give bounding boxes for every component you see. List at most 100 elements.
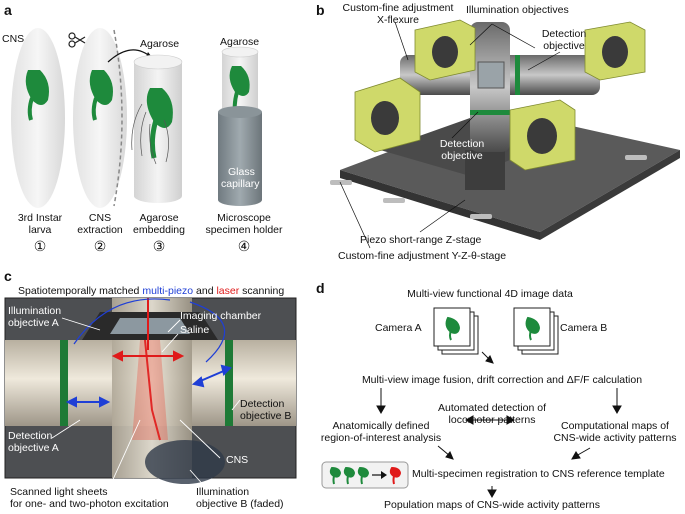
d-arrows (376, 351, 622, 499)
step-1-line2: larva (28, 224, 52, 236)
step-3-line1: Agarose (139, 212, 179, 224)
roi-analysis-line1: Anatomically defined (332, 420, 430, 432)
detection-objective-top-label: Detection objective (534, 28, 594, 52)
chamber-cube (477, 61, 505, 89)
roi-analysis-line2: region-of-interest analysis (320, 432, 442, 444)
custom-yz-stage-label: Custom-fine adjustment Y-Z-θ-stage (338, 250, 507, 262)
step-4-line2: specimen holder (205, 224, 283, 236)
cns-shape-4 (229, 66, 250, 96)
computational-maps-line1: Computational maps of (561, 420, 669, 432)
panel-c-artwork (4, 297, 297, 489)
panel-d-artwork (321, 307, 622, 499)
detection-objective-mid-label: Detection objective (432, 138, 492, 162)
auto-detection-label: Automated detection of locomotor pattern… (430, 402, 554, 426)
piezo-stage-label: Piezo short-range Z-stage (360, 234, 482, 246)
scissors-icon (68, 32, 86, 48)
step-4-line1: Microscope (217, 212, 271, 224)
larva-body-2 (73, 28, 127, 208)
agarose-label-2: Agarose (220, 36, 260, 48)
detection-objective-mid-line2: objective (441, 150, 483, 162)
c-leaders (51, 317, 241, 489)
registration-icon (321, 461, 409, 489)
detection-b-line1: Detection (240, 398, 285, 410)
camera-b-label: Camera B (560, 322, 608, 334)
detection-objective-top-line1: Detection (541, 28, 587, 40)
step-2-number: ② (93, 238, 107, 254)
illumination-a-line2: objective A (8, 317, 59, 329)
step-1-label: 3rd Instar larva ① (12, 212, 68, 254)
agarose-label-1: Agarose (140, 38, 180, 50)
cns-label-c: CNS (226, 454, 249, 466)
panel-b-artwork (330, 19, 680, 249)
roi-analysis-label: Anatomically defined region-of-interest … (318, 420, 444, 444)
illumination-b-line1: Illumination (196, 486, 250, 498)
step-2-line2: extraction (77, 224, 123, 236)
detection-a-label: Detection objective A (8, 430, 59, 454)
multiview-data-label: Multi-view functional 4D image data (407, 288, 573, 300)
panel-letter-d: d (316, 280, 325, 296)
light-sheets-line2: for one- and two-photon excitation (10, 498, 169, 510)
panel-letter-c: c (4, 268, 12, 284)
auto-detection-line2: locomotor patterns (448, 414, 536, 426)
illumination-a-line1: Illumination (8, 305, 62, 317)
detection-b-label: Detection objective B (240, 398, 291, 422)
custom-fine-x-line2: X-flexure (376, 14, 419, 26)
knobs (330, 155, 647, 219)
blue-scan-arrows (65, 364, 232, 408)
step-4-label: Microscope specimen holder ④ (204, 212, 284, 254)
b-leaders (339, 21, 561, 249)
custom-fine-x-line1: Custom-fine adjustment (342, 2, 454, 14)
cns-shape-2 (89, 70, 113, 105)
nerves (131, 103, 169, 165)
illumination-objectives-label: Illumination objectives (466, 4, 569, 16)
scanning-title-blue: multi-piezo (142, 285, 194, 297)
camera-a-label: Camera A (375, 322, 422, 334)
detection-b-line2: objective B (240, 410, 292, 422)
cns-shape-3 (146, 88, 173, 128)
panel-a-artwork (11, 28, 262, 208)
scanning-title-red: laser (216, 285, 240, 297)
registration-label: Multi-specimen registration to CNS refer… (412, 468, 665, 480)
saline-label: Saline (180, 324, 210, 336)
agarose-cylinder (134, 62, 182, 203)
light-sheets-line1: Scanned light sheets (10, 486, 108, 498)
glass-label: Glass (228, 166, 255, 178)
step-3-line2: embedding (133, 224, 185, 236)
glass-capillary (218, 112, 262, 206)
step-3-label: Agarose embedding ③ (128, 212, 190, 254)
cut-line (113, 29, 123, 207)
step-2-label: CNS extraction ② (72, 212, 128, 254)
step-2-line1: CNS (88, 212, 112, 224)
light-sheets-label: Scanned light sheets for one- and two-ph… (10, 486, 169, 510)
step-1-line1: 3rd Instar (17, 212, 63, 224)
population-maps-label: Population maps of CNS-wide activity pat… (384, 499, 600, 511)
scanning-title-mid: and (193, 285, 217, 297)
camera-b-stack (513, 307, 559, 355)
red-scan-arrow (111, 298, 185, 362)
illumination-b-label: Illumination objective B (faded) (196, 486, 284, 510)
scanning-title-pre: Spatiotemporally matched (18, 285, 143, 297)
computational-maps-line2: CNS-wide activity patterns (553, 432, 677, 444)
larva-body-1 (11, 28, 65, 208)
scanning-title: Spatiotemporally matched multi-piezo and… (18, 285, 284, 297)
step-3-number: ③ (152, 238, 166, 254)
auto-detection-line1: Automated detection of (438, 402, 546, 414)
scanning-title-post: scanning (239, 285, 285, 297)
camera-a-stack (433, 307, 479, 355)
detection-objective-mid-line1: Detection (439, 138, 485, 150)
cns-label-a: CNS (2, 33, 25, 45)
faded-objective (145, 440, 225, 484)
custom-fine-x-label: Custom-fine adjustment X-flexure (338, 2, 458, 26)
detection-objective-top-line2: objective (543, 40, 585, 52)
detection-a-line2: objective A (8, 442, 59, 454)
cns-shape-1 (25, 70, 49, 105)
step-4-number: ④ (237, 238, 251, 254)
panel-letter-b: b (316, 2, 325, 18)
illumination-a-label: Illumination objective A (8, 305, 61, 329)
computational-maps-label: Computational maps of CNS-wide activity … (548, 420, 682, 444)
imaging-chamber-label: Imaging chamber (180, 310, 262, 322)
step-1-number: ① (33, 238, 47, 254)
capillary-label: capillary (221, 178, 260, 190)
illumination-b-line2: objective B (faded) (196, 498, 284, 510)
